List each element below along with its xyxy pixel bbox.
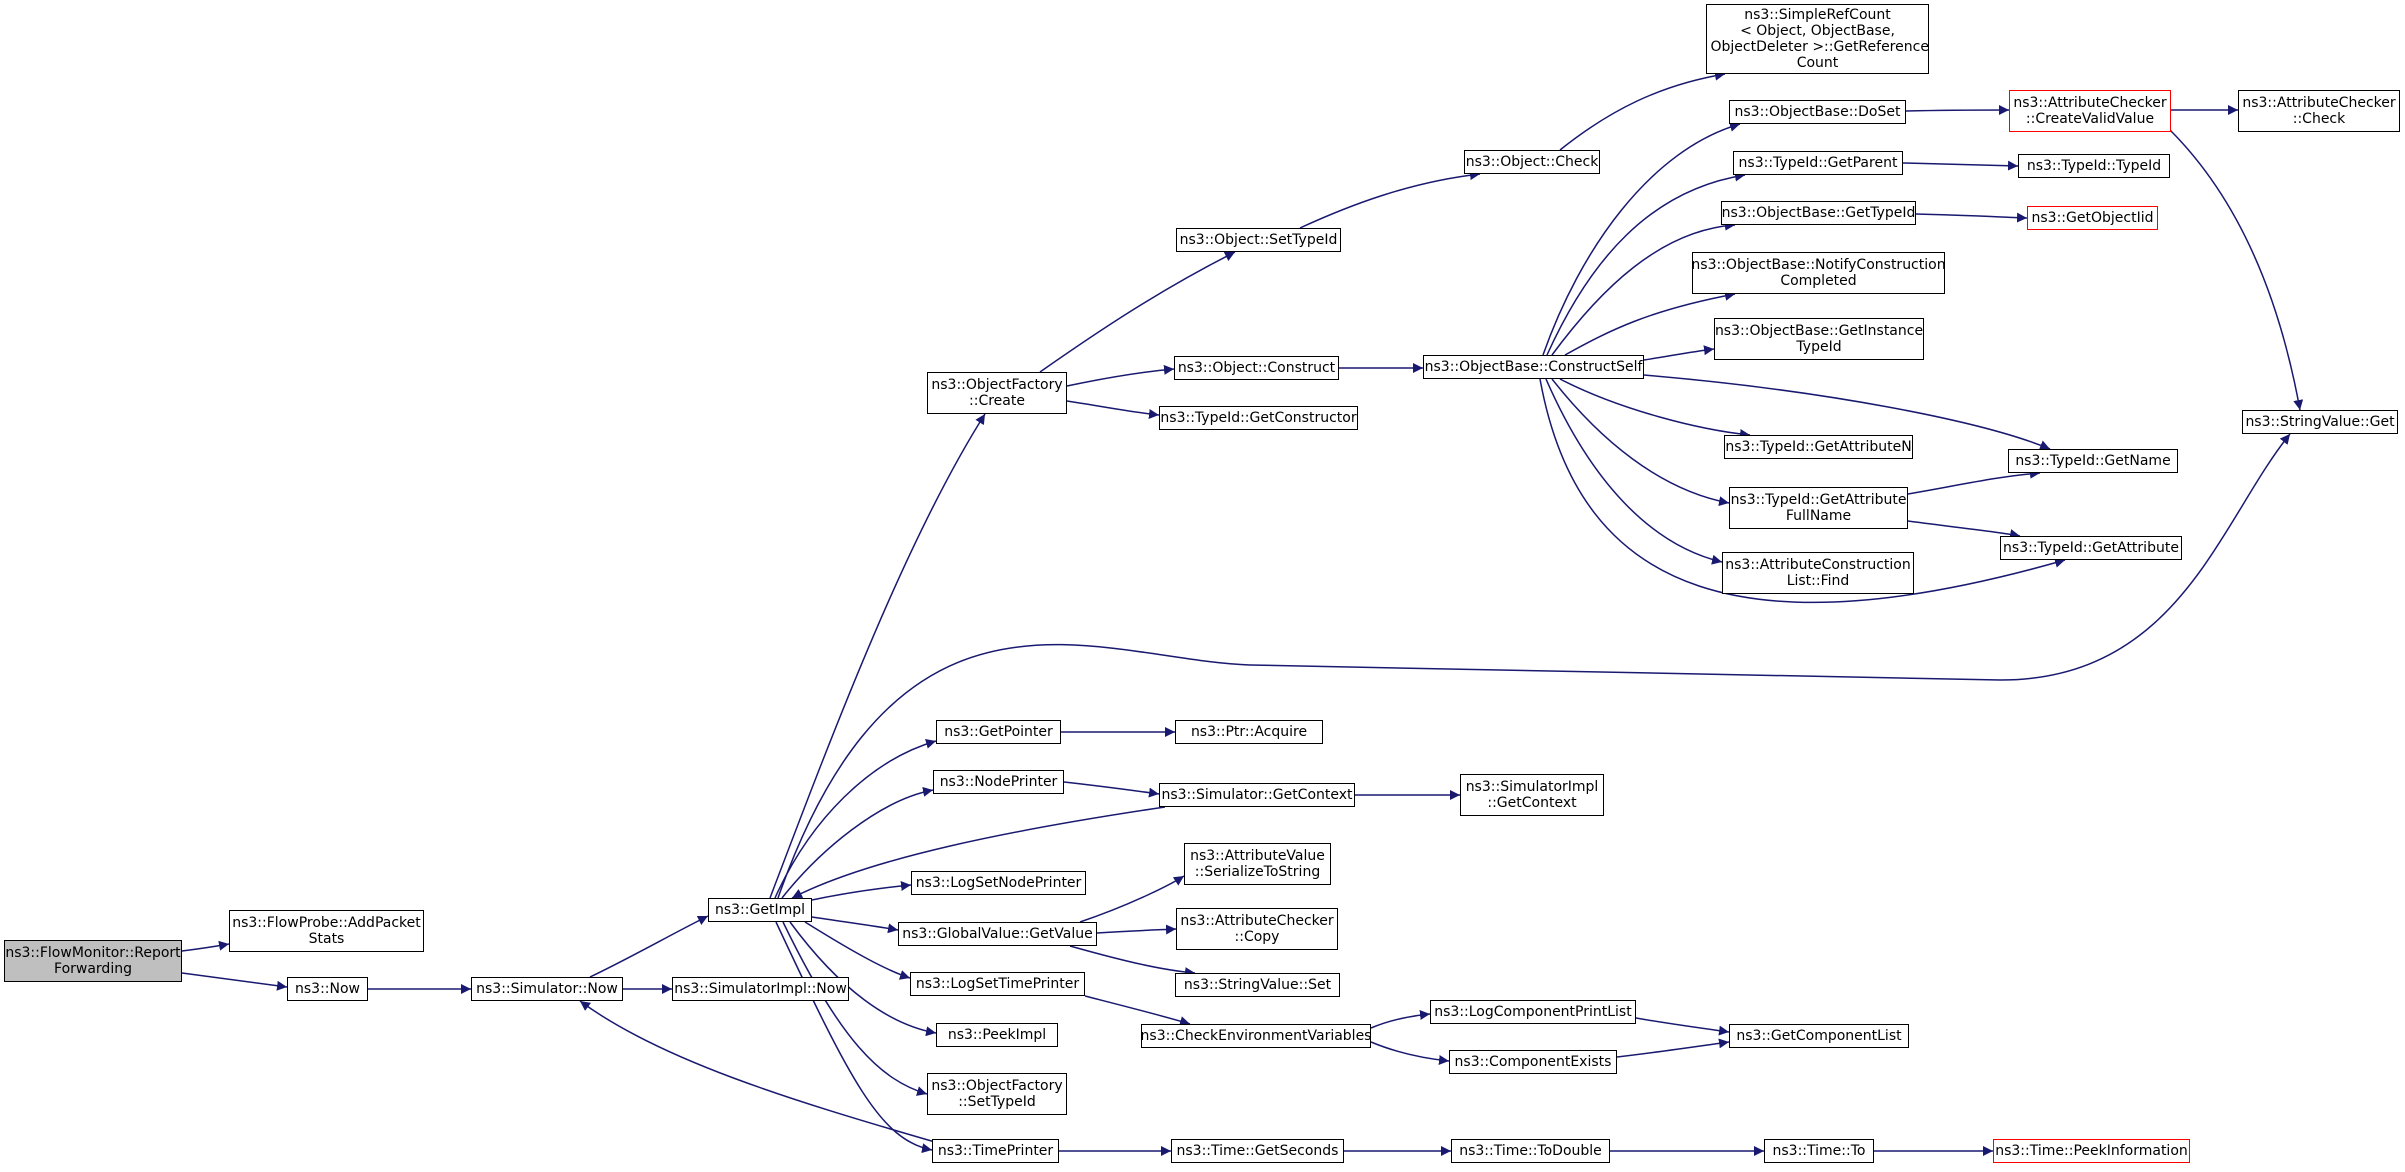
node-objectbase-notifyconstructioncompleted[interactable]: ns3::ObjectBase::NotifyConstruction Comp… bbox=[1692, 252, 1945, 294]
node-getpointer[interactable]: ns3::GetPointer bbox=[936, 720, 1061, 744]
node-now[interactable]: ns3::Now bbox=[287, 977, 368, 1001]
edge-reportforwarding-to-now bbox=[181, 972, 288, 991]
edge-globalvalue-to-attributecheckercopy bbox=[1096, 924, 1177, 935]
edge-constructself-to-objectbasenotify bbox=[1564, 290, 1736, 356]
edge-logcomponentprintlist-to-getcomponentlist bbox=[1635, 1017, 1730, 1036]
edge-getimpl-to-logsettimeprinter bbox=[804, 921, 911, 980]
node-logsetnodeprinter[interactable]: ns3::LogSetNodePrinter bbox=[911, 871, 1086, 895]
edge-globalvalue-to-attributevalueserialize bbox=[1079, 875, 1185, 923]
node-object-check[interactable]: ns3::Object::Check bbox=[1464, 150, 1600, 174]
node-typeid-getname[interactable]: ns3::TypeId::GetName bbox=[2008, 449, 2178, 473]
node-logsettimeprinter[interactable]: ns3::LogSetTimePrinter bbox=[910, 972, 1085, 996]
edge-attributecheckercreatevalid-to-stringvalueget bbox=[2169, 129, 2304, 411]
node-timeprinter[interactable]: ns3::TimePrinter bbox=[932, 1139, 1059, 1163]
node-stringvalue-set[interactable]: ns3::StringValue::Set bbox=[1175, 973, 1340, 997]
node-flowmonitor-reportforwarding[interactable]: ns3::FlowMonitor::Report Forwarding bbox=[4, 940, 182, 982]
node-objectbase-gettypeid[interactable]: ns3::ObjectBase::GetTypeId bbox=[1721, 201, 1916, 225]
node-typeid-getattribute[interactable]: ns3::TypeId::GetAttribute bbox=[2000, 536, 2182, 560]
node-objectbase-getinstancetypeid[interactable]: ns3::ObjectBase::GetInstance TypeId bbox=[1714, 318, 1924, 360]
node-attributechecker-check[interactable]: ns3::AttributeChecker ::Check bbox=[2238, 90, 2400, 132]
node-attributechecker-copy[interactable]: ns3::AttributeChecker ::Copy bbox=[1176, 908, 1338, 950]
node-objectbase-doset[interactable]: ns3::ObjectBase::DoSet bbox=[1729, 100, 1906, 124]
node-objectfactory-create[interactable]: ns3::ObjectFactory ::Create bbox=[927, 372, 1067, 414]
edge-objectbasegettypeid-to-getobjectiid bbox=[1915, 212, 2028, 223]
node-attributevalue-serializetostring[interactable]: ns3::AttributeValue ::SerializeToString bbox=[1184, 843, 1331, 885]
node-object-settypeid[interactable]: ns3::Object::SetTypeId bbox=[1176, 228, 1341, 252]
node-simulator-now[interactable]: ns3::Simulator::Now bbox=[471, 977, 623, 1001]
node-simulator-getcontext[interactable]: ns3::Simulator::GetContext bbox=[1159, 783, 1355, 807]
edge-constructself-to-objectbasedoset bbox=[1542, 121, 1741, 356]
edge-objectfactorycreate-to-objectconstruct bbox=[1066, 364, 1175, 387]
edge-reportforwarding-to-addpacketstats bbox=[181, 940, 230, 952]
edge-objectfactorycreate-to-objectsettypeid bbox=[1039, 251, 1236, 373]
edge-constructself-to-typeidgetname bbox=[1643, 374, 2051, 450]
edge-constructself-to-typeidgetattributefullname bbox=[1551, 378, 1730, 507]
node-getobjectiid[interactable]: ns3::GetObjectIid bbox=[2027, 206, 2158, 230]
edge-typeidgetparent-to-typeidtypeid bbox=[1902, 160, 2019, 171]
edge-objectfactorycreate-to-typeidgetconstructor bbox=[1066, 400, 1160, 419]
node-time-getseconds[interactable]: ns3::Time::GetSeconds bbox=[1171, 1139, 1344, 1163]
node-nodeprinter[interactable]: ns3::NodePrinter bbox=[933, 770, 1064, 794]
edge-constructself-to-attributeconstructionlistfind bbox=[1545, 378, 1723, 565]
node-typeid-getparent[interactable]: ns3::TypeId::GetParent bbox=[1733, 151, 1903, 175]
node-attributeconstructionlist-find[interactable]: ns3::AttributeConstruction List::Find bbox=[1722, 552, 1914, 594]
node-componentexists[interactable]: ns3::ComponentExists bbox=[1449, 1050, 1617, 1074]
node-typeid-getattributen[interactable]: ns3::TypeId::GetAttributeN bbox=[1724, 435, 1913, 459]
node-logcomponentprintlist[interactable]: ns3::LogComponentPrintList bbox=[1430, 1000, 1636, 1024]
edge-getimpl-to-objectfactorysettypeid bbox=[782, 921, 928, 1096]
edge-typeidgetattributefullname-to-typeidgetname bbox=[1907, 468, 2041, 495]
node-object-construct[interactable]: ns3::Object::Construct bbox=[1174, 356, 1339, 380]
node-typeid-typeid[interactable]: ns3::TypeId::TypeId bbox=[2018, 154, 2170, 178]
node-checkenvironmentvariables[interactable]: ns3::CheckEnvironmentVariables bbox=[1141, 1024, 1371, 1048]
node-time-todouble[interactable]: ns3::Time::ToDouble bbox=[1451, 1139, 1610, 1163]
edge-logsettimeprinter-to-checkenv bbox=[1084, 995, 1191, 1026]
edge-objectbasedoset-to-attributecheckercreatevalid bbox=[1905, 105, 2010, 116]
edge-getimpl-to-globalvalue bbox=[811, 916, 899, 934]
edge-objectcheck-to-simplerefcount bbox=[1559, 70, 1726, 151]
node-getcomponentlist[interactable]: ns3::GetComponentList bbox=[1729, 1024, 1909, 1048]
node-typeid-getattributefullname[interactable]: ns3::TypeId::GetAttribute FullName bbox=[1729, 487, 1908, 529]
edge-simulatorgetcontext-to-getimpl bbox=[791, 806, 1166, 899]
edge-getimpl-to-peekimpl bbox=[789, 921, 937, 1037]
node-flowprobe-addpacketstats[interactable]: ns3::FlowProbe::AddPacket Stats bbox=[229, 910, 424, 952]
edge-getimpl-to-objectfactorycreate bbox=[769, 413, 986, 899]
node-simplerefcount-getreferencecount[interactable]: ns3::SimpleRefCount < Object, ObjectBase… bbox=[1706, 4, 1929, 74]
node-time-to[interactable]: ns3::Time::To bbox=[1764, 1139, 1874, 1163]
node-attributechecker-createvalidvalue[interactable]: ns3::AttributeChecker ::CreateValidValue bbox=[2009, 90, 2171, 132]
edge-constructself-to-typeidgetparent bbox=[1546, 171, 1746, 356]
node-globalvalue-getvalue[interactable]: ns3::GlobalValue::GetValue bbox=[898, 922, 1097, 946]
edge-globalvalue-to-stringvalueset bbox=[1069, 945, 1196, 978]
edge-getimpl-to-nodeprinter bbox=[781, 786, 934, 899]
node-time-peekinformation[interactable]: ns3::Time::PeekInformation bbox=[1993, 1139, 2190, 1163]
edge-constructself-to-objectbasegettypeid bbox=[1551, 220, 1736, 356]
edge-componentexists-to-getcomponentlist bbox=[1616, 1038, 1730, 1058]
edge-constructself-to-typeidgetattribute bbox=[1539, 378, 2066, 604]
edge-constructself-to-typeidgetattributen bbox=[1559, 378, 1751, 439]
node-typeid-getconstructor[interactable]: ns3::TypeId::GetConstructor bbox=[1159, 406, 1358, 430]
node-getimpl[interactable]: ns3::GetImpl bbox=[708, 898, 812, 922]
edge-simulatornow-to-getimpl bbox=[589, 915, 709, 978]
node-simulatorimpl-now[interactable]: ns3::SimulatorImpl::Now bbox=[672, 977, 849, 1001]
node-ptr-acquire[interactable]: ns3::Ptr::Acquire bbox=[1175, 720, 1323, 744]
node-peekimpl[interactable]: ns3::PeekImpl bbox=[936, 1023, 1058, 1047]
edge-getimpl-to-logsetnodeprinter bbox=[811, 880, 912, 901]
edge-constructself-to-objectbasegetinstance bbox=[1643, 345, 1715, 361]
edge-nodeprinter-to-simulatorgetcontext bbox=[1063, 781, 1160, 798]
node-objectbase-constructself[interactable]: ns3::ObjectBase::ConstructSelf bbox=[1423, 355, 1644, 379]
edge-typeidgetattributefullname-to-typeidgetattribute bbox=[1907, 520, 2021, 539]
edge-getimpl-to-stringvalueget bbox=[777, 433, 2291, 899]
edge-timeprinter-to-simulatornow bbox=[579, 1000, 936, 1143]
node-simulatorimpl-getcontext[interactable]: ns3::SimulatorImpl ::GetContext bbox=[1460, 774, 1604, 816]
edge-checkenv-to-logcomponentprintlist bbox=[1370, 1010, 1431, 1029]
node-stringvalue-get[interactable]: ns3::StringValue::Get bbox=[2242, 410, 2398, 434]
edge-objectsettypeid-to-objectcheck bbox=[1299, 170, 1481, 229]
node-objectfactory-settypeid[interactable]: ns3::ObjectFactory ::SetTypeId bbox=[927, 1073, 1067, 1115]
edge-checkenv-to-componentexists bbox=[1370, 1041, 1450, 1065]
